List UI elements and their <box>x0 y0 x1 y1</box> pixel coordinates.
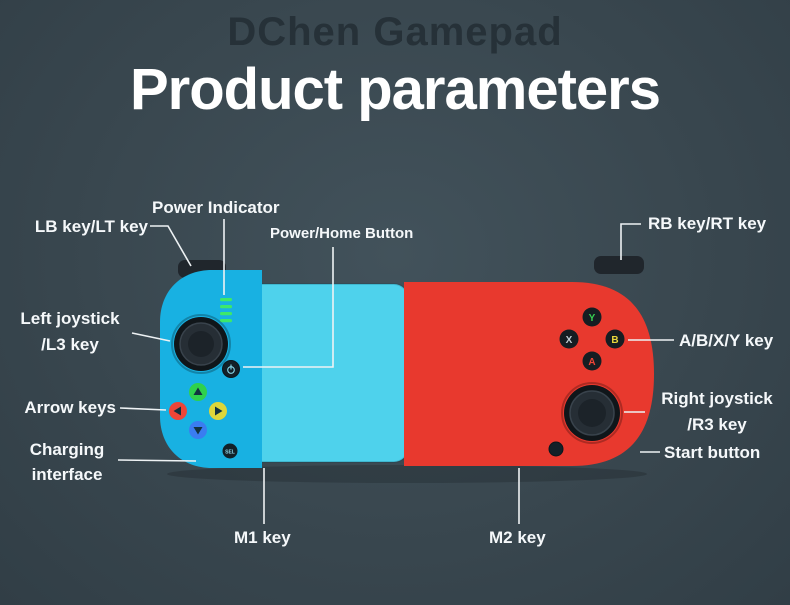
label-right-joystick-line1: Right joystick <box>661 389 773 408</box>
rb-shoulder-button <box>594 256 644 274</box>
label-lb-lt-key: LB key/LT key <box>34 217 148 236</box>
left-joystick <box>171 314 231 374</box>
callout-line-lb-lt <box>150 225 192 267</box>
label-start-button: Start button <box>664 443 761 462</box>
label-charging-line1: Charging <box>29 440 105 459</box>
dpad-right-arrow-icon <box>215 406 223 416</box>
label-right-joystick-line2: /R3 key <box>687 415 747 434</box>
callout-line-charging <box>117 459 197 462</box>
y-button <box>582 307 602 327</box>
gamepad-right-body <box>404 282 654 466</box>
gamepad-middle-plate <box>245 283 409 463</box>
dpad-buttons <box>169 383 227 439</box>
page-title: Product parameters <box>130 57 661 122</box>
dpad-up-arrow-icon <box>193 387 203 395</box>
abxy-buttons: Y X B A <box>559 307 625 371</box>
callout-line-arrow-keys <box>119 407 167 411</box>
label-power-indicator: Power Indicator <box>152 198 280 217</box>
label-power-home-button: Power/Home Button <box>270 225 414 242</box>
callout-lines <box>117 219 674 524</box>
label-left-joystick-line1: Left joystick <box>20 309 120 328</box>
label-m2-key: M2 key <box>489 528 546 547</box>
label-left-joystick: Left joystick /L3 key <box>12 306 128 358</box>
y-button-label: Y <box>589 313 596 324</box>
dpad-down-arrow-icon <box>193 427 203 435</box>
label-rb-rt-key: RB key/RT key <box>648 214 767 233</box>
a-button-label: A <box>588 357 595 368</box>
label-arrow-keys: Arrow keys <box>24 398 116 417</box>
power-indicator-leds <box>220 298 232 323</box>
callout-line-power-home <box>243 247 334 368</box>
label-right-joystick: Right joystick /R3 key <box>648 386 786 438</box>
callout-line-left-joystick <box>131 332 171 342</box>
x-button-label: X <box>566 335 573 346</box>
x-button <box>559 329 579 349</box>
gamepad-shadow <box>167 465 647 483</box>
label-charging-interface: Charging interface <box>20 437 114 487</box>
select-button-label: SEL <box>225 449 235 455</box>
label-left-joystick-line2: /L3 key <box>41 335 99 354</box>
b-button-label: B <box>611 335 618 346</box>
label-m1-key: M1 key <box>234 528 291 547</box>
a-button <box>582 351 602 371</box>
start-button <box>548 441 564 457</box>
label-charging-line2: interface <box>31 465 103 484</box>
select-button: SEL <box>222 443 238 459</box>
callout-line-rb-rt <box>620 223 641 260</box>
watermark: DChen Gamepad <box>227 10 563 54</box>
label-abxy-key: A/B/X/Y key <box>679 331 774 350</box>
dpad-left-arrow-icon <box>173 406 181 416</box>
b-button <box>605 329 625 349</box>
power-home-button <box>222 360 240 378</box>
right-joystick <box>561 382 623 444</box>
